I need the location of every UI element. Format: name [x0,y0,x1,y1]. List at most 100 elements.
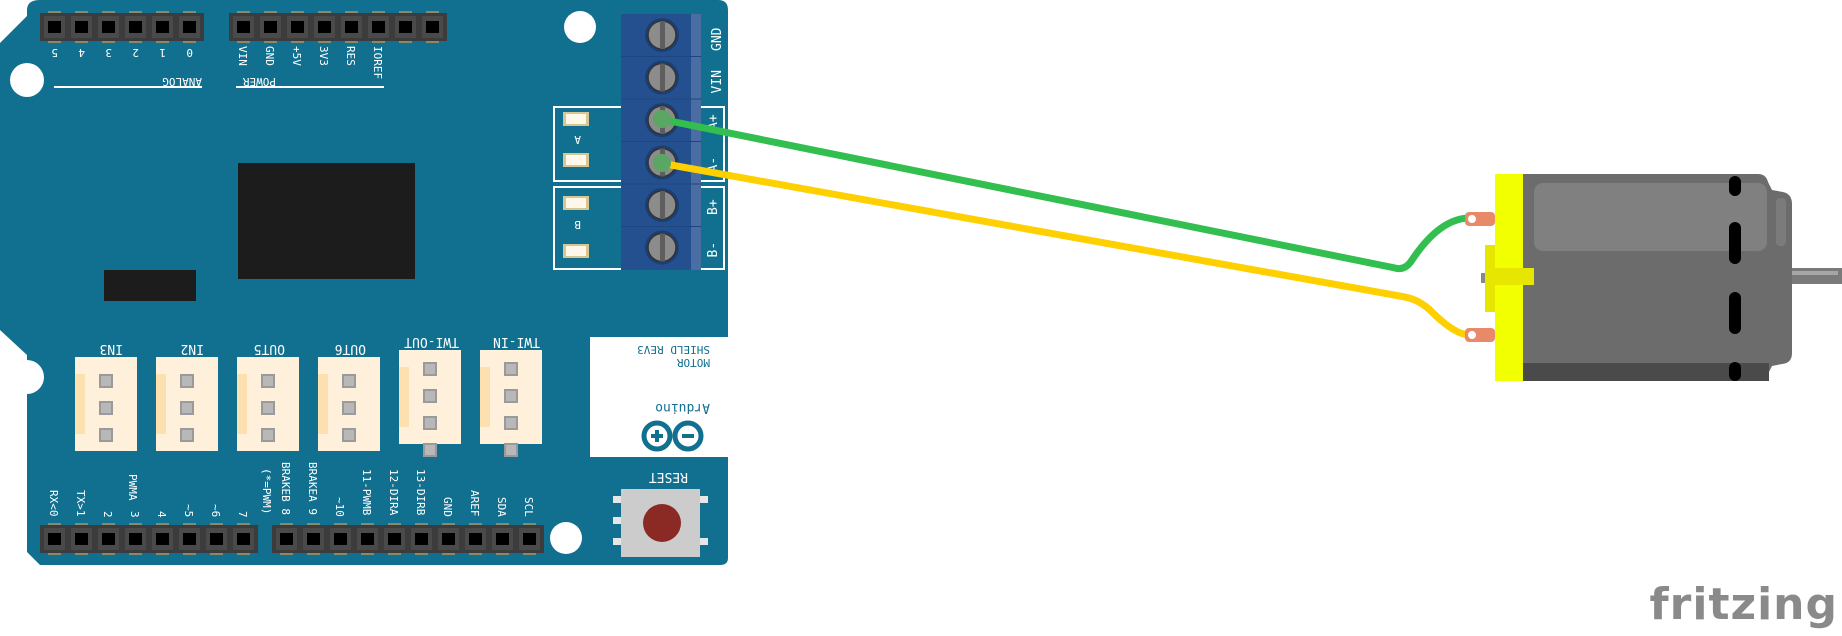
header-pin[interactable] [152,523,173,555]
header-pin[interactable] [233,523,254,555]
mounting-hole [10,360,44,394]
digital-header-0-7[interactable] [40,523,258,555]
header-pin[interactable] [465,523,486,555]
header-pin[interactable] [206,523,227,555]
pin-label: 5 [51,46,58,59]
tinkerkit-connector[interactable]: TWI-IN [480,334,542,457]
terminal-screw[interactable] [645,18,679,52]
connector-label: IN3 [100,341,123,356]
dc-motor[interactable] [1465,174,1842,381]
header-pin[interactable] [179,523,200,555]
header-pin[interactable] [152,11,173,43]
pin-label: ~6 [209,504,222,517]
pin-label: VIN [236,46,249,66]
header-pin[interactable] [330,523,351,555]
header-pin[interactable] [44,523,65,555]
wire-end-green [653,110,671,128]
arduino-infinity-icon [641,420,704,452]
screw-terminal-block[interactable] [621,14,701,270]
wire-end-yellow [653,154,671,172]
connector-label: IN2 [181,341,204,356]
header-pin[interactable] [341,11,362,43]
motor-terminal-2[interactable] [1465,328,1495,342]
led-a-minus [563,153,589,167]
pin-label: 1 [159,46,166,59]
header-pin[interactable] [179,11,200,43]
reset-button[interactable] [613,489,708,557]
terminal-screw[interactable] [645,60,679,95]
header-pin[interactable] [492,523,513,555]
pin-label: 0 [186,46,193,59]
analog-group-label: ANALOG [162,75,202,88]
header-pin[interactable] [438,523,459,555]
wire-green[interactable] [656,115,1474,273]
pin-label: ~10 [333,497,346,517]
tinkerkit-connector[interactable]: OUT5 [237,341,299,451]
header-pin[interactable] [422,11,443,43]
pin-label: GND [263,46,276,66]
header-pin[interactable] [384,523,405,555]
wire-yellow[interactable] [656,159,1474,339]
motor-terminal-1[interactable] [1465,212,1495,226]
channel-a-label: A [574,133,581,146]
header-pin[interactable] [303,523,324,555]
digital-header-8-13[interactable] [272,523,544,555]
tinkerkit-connector[interactable]: IN2 [156,341,218,451]
terminal-screw[interactable] [645,230,679,265]
pin-label: RES [344,46,357,66]
header-pin[interactable] [125,523,146,555]
header-pin[interactable] [395,11,416,43]
header-pin[interactable] [233,11,254,43]
header-pin[interactable] [98,523,119,555]
terminal-screw[interactable] [645,188,679,222]
header-pin[interactable] [276,523,297,555]
connector-label: TWI-IN [493,334,540,349]
driver-chip [238,163,415,279]
terminal-label: GND [710,27,725,51]
header-pin[interactable] [44,11,65,43]
pin-label: TX>1 [74,490,87,517]
pin-label: 2 [101,511,114,518]
header-pin[interactable] [368,11,389,43]
pin-label: 4 [78,46,85,59]
connector-label: OUT6 [335,341,366,356]
power-header[interactable] [229,11,447,43]
header-pin[interactable] [71,11,92,43]
pin-label: BRAKEB 8 [279,462,292,515]
reset-label: RESET [649,469,688,484]
pin-label: AREF [468,490,481,517]
pin-label: BRAKEA 9 [306,462,319,515]
tinkerkit-connector[interactable]: TWI-OUT [399,334,461,457]
header-pin[interactable] [125,11,146,43]
header-pin[interactable] [314,11,335,43]
small-chip [104,270,196,301]
pin-label: 3 [105,46,112,59]
header-pin[interactable] [71,523,92,555]
pin-label: SDA [495,497,508,517]
motor-shaft [1790,268,1842,284]
pwm-note: (*=PWM) [260,468,273,514]
analog-header[interactable] [40,11,204,43]
header-pin[interactable] [411,523,432,555]
analog-pin-labels: 5 4 3 2 1 0 [51,46,193,59]
header-pin[interactable] [357,523,378,555]
header-pin[interactable] [519,523,540,555]
pin-label: 2 [132,46,139,59]
pin-label: 3V3 [317,46,330,66]
board-label-line1: MOTOR [677,356,710,369]
header-pin[interactable] [287,11,308,43]
pin-label: 4 [155,511,168,518]
fritzing-logo: fritzing [1649,579,1838,630]
tinkerkit-connector[interactable]: IN3 [75,341,137,451]
pin-label: GND [441,497,454,517]
header-pin[interactable] [260,11,281,43]
header-pin[interactable] [98,11,119,43]
connector-label: TWI-OUT [404,334,459,349]
tinkerkit-connector[interactable]: OUT6 [318,341,380,451]
